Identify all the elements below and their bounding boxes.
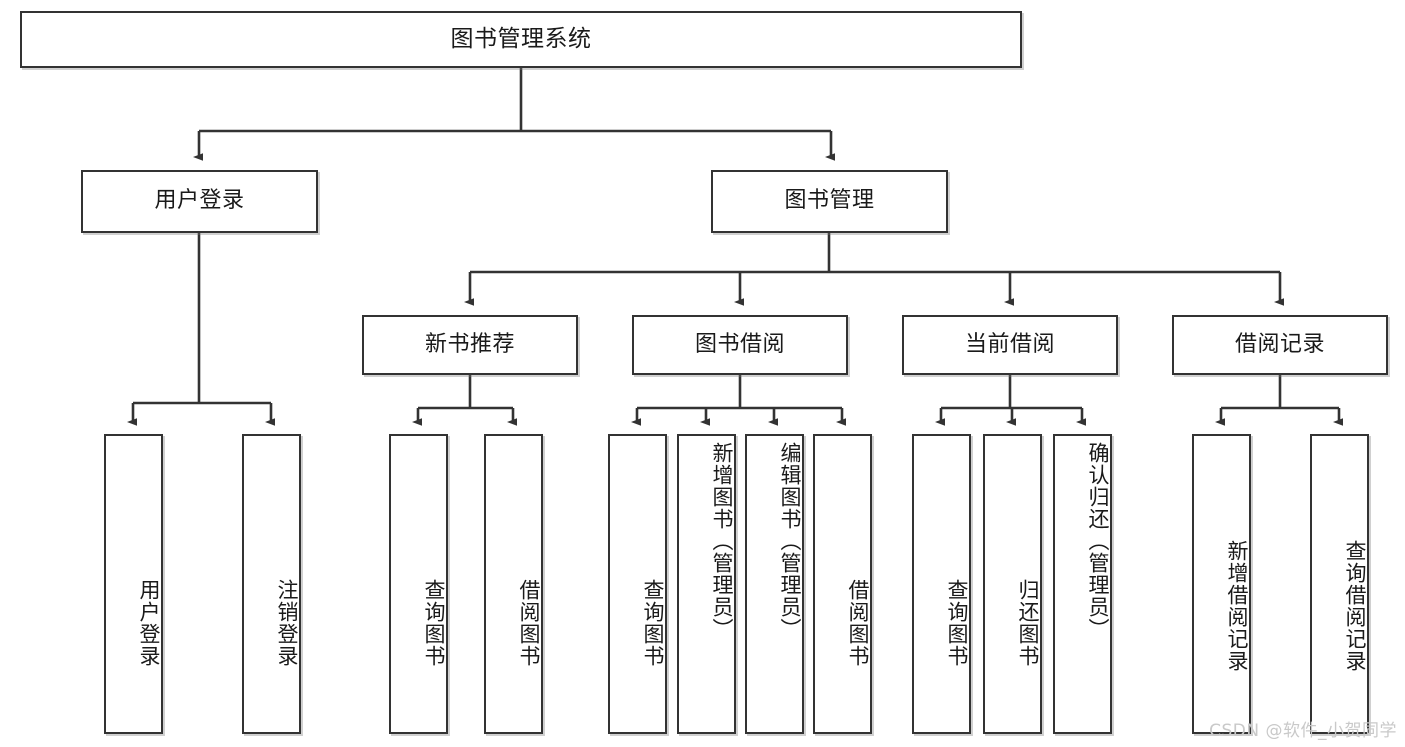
leaf-borrow-book-label: 借阅图书 [846, 579, 870, 667]
node-book-borrow-label: 图书借阅 [694, 331, 785, 357]
node-book-borrow[interactable]: 图书借阅 [632, 315, 848, 375]
leaf-add-book[interactable]: 新增图书（管理员） [677, 434, 736, 734]
leaf-confirm-return-label: 确认归还（管理员） [1086, 442, 1110, 640]
leaf-add-book-label: 新增图书（管理员） [710, 442, 734, 640]
leaf-add-record[interactable]: 新增借阅记录 [1192, 434, 1251, 734]
leaf-query-book-rec[interactable]: 查询图书 [389, 434, 448, 734]
leaf-add-record-label: 新增借阅记录 [1225, 540, 1249, 672]
csdn-watermark: CSDN @软件_小贺同学 [1209, 721, 1397, 741]
node-root-label: 图书管理系统 [450, 25, 592, 52]
leaf-confirm-return[interactable]: 确认归还（管理员） [1053, 434, 1112, 734]
leaf-return-book[interactable]: 归还图书 [983, 434, 1042, 734]
node-book-manage[interactable]: 图书管理 [711, 170, 948, 233]
leaf-borrow-book-rec-label: 借阅图书 [517, 579, 541, 667]
leaf-logout[interactable]: 注销登录 [242, 434, 301, 734]
node-user-login[interactable]: 用户登录 [81, 170, 318, 233]
node-current-borrow[interactable]: 当前借阅 [902, 315, 1118, 375]
leaf-query-record[interactable]: 查询借阅记录 [1310, 434, 1369, 734]
leaf-query-record-label: 查询借阅记录 [1343, 540, 1367, 672]
leaf-edit-book-label: 编辑图书（管理员） [778, 442, 802, 640]
leaf-query-book-rec-label: 查询图书 [422, 579, 446, 667]
leaf-logout-label: 注销登录 [275, 579, 299, 667]
leaf-query-book-borrow[interactable]: 查询图书 [608, 434, 667, 734]
leaf-query-book-current[interactable]: 查询图书 [912, 434, 971, 734]
node-user-login-label: 用户登录 [154, 188, 245, 214]
leaf-return-book-label: 归还图书 [1016, 579, 1040, 667]
node-book-manage-label: 图书管理 [784, 188, 875, 214]
node-root[interactable]: 图书管理系统 [20, 11, 1022, 68]
leaf-query-book-borrow-label: 查询图书 [641, 579, 665, 667]
leaf-edit-book[interactable]: 编辑图书（管理员） [745, 434, 804, 734]
node-borrow-record-label: 借阅记录 [1234, 331, 1325, 357]
node-borrow-record[interactable]: 借阅记录 [1172, 315, 1388, 375]
node-current-borrow-label: 当前借阅 [964, 331, 1055, 357]
node-new-book-rec-label: 新书推荐 [424, 331, 515, 357]
node-new-book-rec[interactable]: 新书推荐 [362, 315, 578, 375]
leaf-user-login-label: 用户登录 [137, 579, 161, 667]
leaf-query-book-current-label: 查询图书 [945, 579, 969, 667]
leaf-borrow-book-rec[interactable]: 借阅图书 [484, 434, 543, 734]
leaf-user-login[interactable]: 用户登录 [104, 434, 163, 734]
leaf-borrow-book[interactable]: 借阅图书 [813, 434, 872, 734]
